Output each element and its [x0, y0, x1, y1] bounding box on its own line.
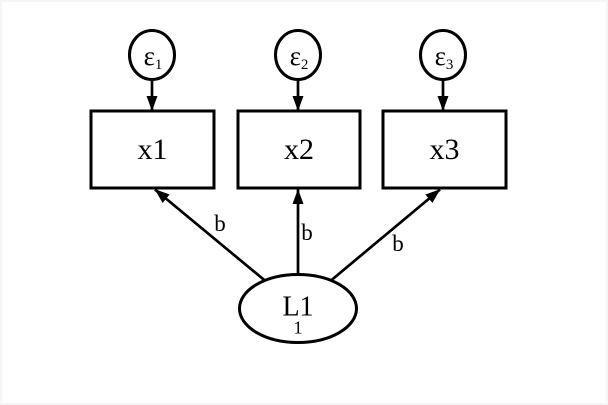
observed-node-x1 [89, 109, 216, 190]
nodes-layer [89, 29, 508, 344]
observed-node-label-x3: x3 [430, 133, 460, 166]
error-node-label-e3: ε3 [435, 41, 454, 73]
path-label-L1-x2: b [301, 220, 313, 245]
observed-node-label-x1: x1 [138, 133, 168, 166]
error-node-e3 [419, 29, 467, 81]
error-node-label-e1: ε1 [144, 41, 163, 73]
latent-node-label-L1: L1 [282, 292, 313, 323]
path-label-L1-x3: b [392, 231, 404, 256]
latent-node-constraint-L1: 1 [294, 318, 303, 338]
error-node-label-e2: ε2 [290, 41, 309, 73]
latent-node-L1 [238, 273, 358, 344]
path-label-L1-x1: b [214, 211, 226, 236]
error-node-e2 [274, 29, 322, 81]
observed-node-label-x2: x2 [284, 133, 314, 166]
observed-node-x2 [236, 109, 362, 190]
observed-node-x3 [381, 109, 508, 190]
error-node-e1 [128, 29, 176, 81]
